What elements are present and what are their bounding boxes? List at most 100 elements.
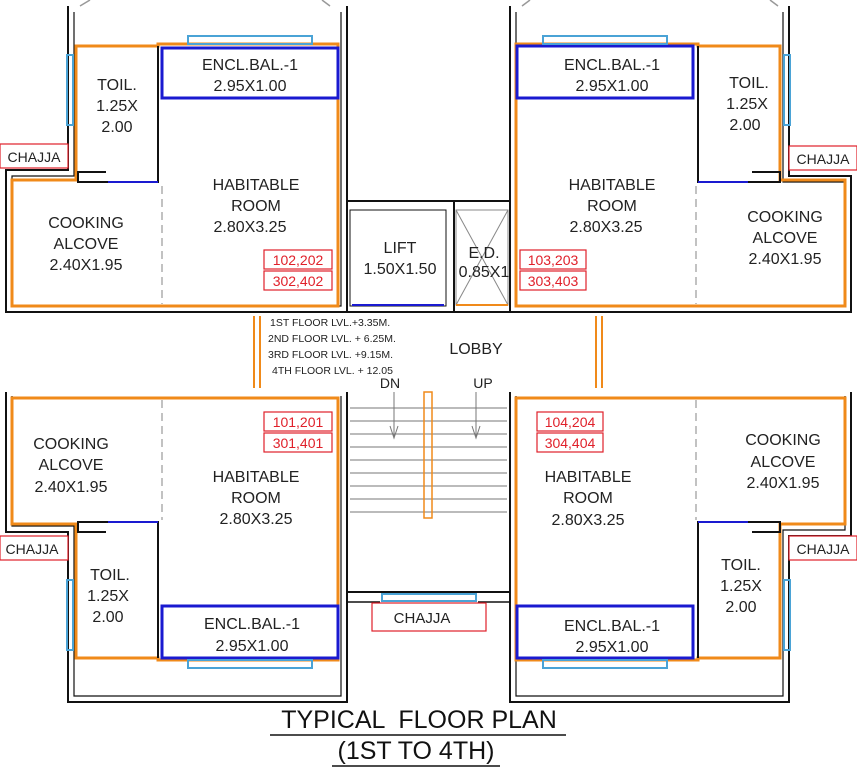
floor-level: 3RD FLOOR LVL. +9.15M. — [268, 349, 393, 361]
toilet-size-2: 2.00 — [92, 609, 123, 626]
flat-number: 101,201 — [273, 414, 324, 430]
balcony-size: 2.95X1.00 — [216, 638, 289, 655]
unit-top-left: CHAJJA TOIL. 1.25X 2.00 ENCL.BAL.-1 2.95… — [0, 6, 348, 313]
balcony-window — [542, 35, 668, 45]
habitable-name-1: HABITABLE — [213, 469, 300, 486]
flat-number-box — [519, 270, 587, 291]
toilet-size-1: 1.25X — [726, 96, 768, 113]
cooking-name-2: ALCOVE — [753, 230, 818, 247]
stair-up-label: UP — [473, 375, 492, 391]
flat-number: 303,403 — [528, 273, 579, 289]
toilet-size-2: 2.00 — [101, 119, 132, 136]
lift-size: 1.50X1.50 — [364, 261, 437, 278]
cooking-size: 2.40X1.95 — [747, 475, 820, 492]
balcony-window — [187, 659, 313, 669]
balcony-name: ENCL.BAL.-1 — [564, 57, 660, 74]
finish-line — [10, 42, 340, 308]
arrow-head-down-icon — [389, 425, 399, 440]
toilet-size-1: 1.25X — [720, 578, 762, 595]
balcony-name: ENCL.BAL.-1 — [564, 618, 660, 635]
cooking-name-2: ALCOVE — [54, 236, 119, 253]
habitable-name-1: HABITABLE — [569, 177, 656, 194]
balcony-size: 2.95X1.00 — [576, 78, 649, 95]
balcony-outline — [515, 44, 695, 100]
toilet-size-2: 2.00 — [729, 117, 760, 134]
balcony-window — [542, 659, 668, 669]
duct-name: E.D. — [468, 245, 499, 262]
floor-level: 2ND FLOOR LVL. + 6.25M. — [268, 333, 396, 345]
toilet-wall — [77, 46, 159, 183]
flat-number-box — [263, 270, 333, 291]
balcony-outline — [515, 604, 695, 660]
toilet-wall — [697, 521, 781, 658]
flat-number: 301,401 — [273, 435, 324, 451]
balcony-name: ENCL.BAL.-1 — [202, 57, 298, 74]
toilet-wall — [77, 521, 159, 658]
chajja-box — [0, 143, 69, 169]
title-line-1: TYPICAL FLOOR PLAN — [281, 706, 557, 734]
balcony-outline — [160, 46, 340, 100]
toilet-window — [783, 579, 791, 651]
balcony-outline — [160, 604, 340, 660]
chajja-label: CHAJJA — [797, 151, 851, 167]
duct-cross — [455, 209, 509, 306]
flat-number: 304,404 — [545, 435, 596, 451]
lift-car — [349, 209, 447, 307]
flat-number-box — [536, 432, 604, 453]
habitable-name-2: ROOM — [563, 490, 613, 507]
unit-bottom-left: CHAJJA TOIL. 1.25X 2.00 ENCL.BAL.-1 2.95… — [0, 392, 348, 703]
habitable-name-2: ROOM — [231, 490, 281, 507]
chajja-box — [371, 602, 487, 632]
duct-size: 0.85X1 — [459, 264, 510, 281]
toilet-wall — [697, 46, 781, 183]
chajja-label: CHAJJA — [6, 541, 60, 557]
toilet-size-1: 1.25X — [87, 588, 129, 605]
toilet-name: TOIL. — [721, 557, 761, 574]
habitable-size: 2.80X3.25 — [214, 219, 287, 236]
cooking-name-1: COOKING — [745, 432, 821, 449]
cooking-size: 2.40X1.95 — [749, 251, 822, 268]
balcony-size: 2.95X1.00 — [576, 639, 649, 656]
chajja-box — [0, 535, 69, 561]
title-line-2: (1ST TO 4TH) — [338, 737, 495, 765]
chajja-label: CHAJJA — [797, 541, 851, 557]
flat-number-box — [263, 249, 333, 270]
arrow-head-up-icon — [471, 425, 481, 440]
balcony-name: ENCL.BAL.-1 — [204, 616, 300, 633]
floor-level: 4TH FLOOR LVL. + 12.05 — [272, 365, 393, 377]
lift-name: LIFT — [384, 240, 417, 257]
lobby-label: LOBBY — [449, 341, 503, 358]
core: LIFT 1.50X1.50 E.D. 0.85X1 LOBBY 1ST FLO… — [253, 200, 603, 632]
cooking-name-1: COOKING — [747, 209, 823, 226]
toilet-size-2: 2.00 — [725, 599, 756, 616]
stair-down-label: DN — [380, 375, 400, 391]
stair-window — [381, 593, 477, 602]
cooking-name-2: ALCOVE — [39, 457, 104, 474]
core-chajja-label: CHAJJA — [394, 610, 451, 627]
cooking-size: 2.40X1.95 — [35, 479, 108, 496]
chajja-label: CHAJJA — [8, 149, 62, 165]
unit-top-right: CHAJJA TOIL. 1.25X 2.00 ENCL.BAL.-1 2.95… — [509, 6, 857, 313]
toilet-name: TOIL. — [97, 77, 137, 94]
habitable-name-1: HABITABLE — [213, 177, 300, 194]
floor-level: 1ST FLOOR LVL.+3.35M. — [270, 317, 390, 329]
top-edge-arc — [79, 0, 779, 7]
flat-number: 103,203 — [528, 252, 579, 268]
cooking-size: 2.40X1.95 — [50, 257, 123, 274]
stair-midwall — [423, 391, 433, 519]
chajja-box — [788, 145, 857, 171]
habitable-size: 2.80X3.25 — [552, 512, 625, 529]
habitable-name-1: HABITABLE — [545, 469, 632, 486]
flat-number-box — [536, 411, 604, 432]
chajja-box — [788, 535, 857, 561]
habitable-name-2: ROOM — [231, 198, 281, 215]
unit-bottom-right: CHAJJA TOIL. 1.25X 2.00 ENCL.BAL.-1 2.95… — [509, 392, 857, 703]
staircase: DN UP — [350, 375, 507, 519]
habitable-size: 2.80X3.25 — [570, 219, 643, 236]
balcony-window — [187, 35, 313, 45]
flat-number: 302,402 — [273, 273, 324, 289]
cooking-name-2: ALCOVE — [751, 454, 816, 471]
balcony-size: 2.95X1.00 — [214, 78, 287, 95]
habitable-name-2: ROOM — [587, 198, 637, 215]
toilet-name: TOIL. — [90, 567, 130, 584]
